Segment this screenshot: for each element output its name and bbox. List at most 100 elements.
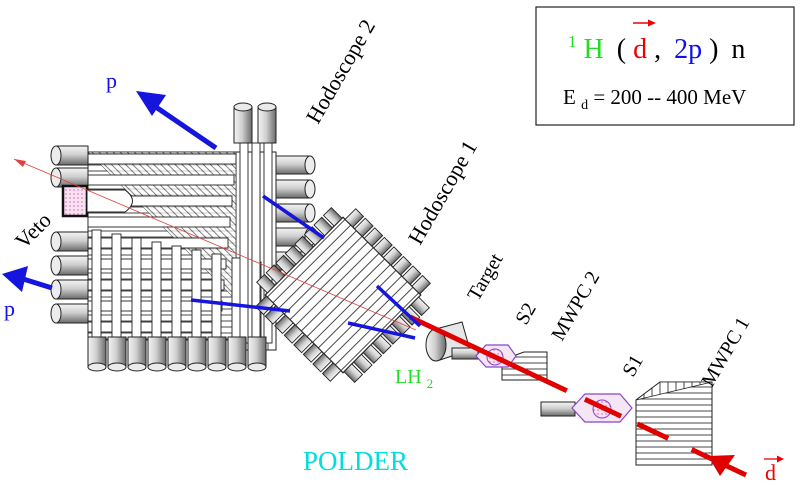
vertical-bar	[131, 237, 142, 339]
energy-subscript: d	[581, 98, 588, 113]
vertical-bar	[191, 249, 202, 339]
hodoscope1-pmt	[411, 274, 431, 295]
hodoscope1-pmt	[362, 344, 383, 364]
residual-symbol: n	[731, 34, 745, 65]
label-deuteron: d	[765, 460, 776, 485]
hodoscope1-pmt	[363, 227, 384, 247]
deuteron-arrowhead	[708, 455, 735, 476]
horizontal-bar	[87, 216, 231, 228]
right-vertical-bar	[251, 142, 261, 344]
comma: ,	[654, 34, 661, 65]
projectile-vector-arrow	[633, 19, 656, 27]
hodoscope1-pmt	[344, 208, 365, 228]
proton-left-arrowhead	[2, 266, 28, 292]
top-photomultipliers	[233, 102, 277, 144]
projectile-symbol: d	[633, 34, 647, 65]
hodoscope1-pmt	[312, 352, 332, 373]
ejectile-symbol: 2p	[674, 34, 702, 65]
hodoscope1-pmt-row	[256, 207, 343, 294]
left-photomultipliers	[50, 145, 89, 324]
reaction-equation: 1 H ( d , 2p ) n	[568, 23, 745, 65]
hodoscope1-pmt	[313, 216, 334, 237]
bottom-pmt-face	[107, 362, 127, 372]
hodoscope2-assembly	[87, 142, 277, 351]
hodoscope1-pmt	[302, 343, 323, 363]
target-nucleus: H	[584, 34, 604, 65]
label-veto: Veto	[10, 207, 56, 253]
vertical-bar	[91, 229, 102, 339]
hodoscope1-pmt	[373, 236, 393, 257]
left-pmt-face	[50, 145, 62, 166]
right-scintillator-bars	[239, 142, 273, 344]
hodoscope1-pmt	[322, 207, 343, 227]
hodoscope1-pmt	[294, 235, 314, 256]
bottom-pmt-face	[87, 362, 107, 372]
right-pmt-face	[304, 203, 316, 223]
proton-tracks	[2, 91, 422, 340]
bottom-pmt-face	[187, 362, 207, 372]
vertical-bar	[111, 233, 122, 339]
bottom-pmt-face	[207, 362, 227, 372]
label-lh2: LH 2	[395, 366, 433, 391]
deuteron-vector-arrow	[764, 455, 784, 463]
label-s1: S1	[618, 351, 648, 380]
right-pmt-face	[304, 179, 316, 199]
veto-counter	[61, 184, 133, 218]
label-mwpc2: MWPC 2	[547, 268, 604, 345]
hodoscope1-pmt	[256, 273, 276, 294]
label-proton-left: p	[4, 296, 15, 321]
hodoscope1-pmt	[293, 333, 313, 354]
reaction-info-box: 1 H ( d , 2p ) n E d = 200 -- 400 MeV	[535, 6, 795, 126]
bottom-photomultipliers	[87, 336, 267, 372]
left-pmt-face	[50, 231, 62, 252]
left-pmt-face	[50, 255, 62, 276]
hodoscope1-pmt	[372, 334, 392, 355]
hodoscope1-pmt	[275, 254, 295, 275]
deuteron-beam	[408, 314, 748, 478]
left-pmt-face	[50, 303, 62, 324]
label-polder: POLDER	[303, 446, 408, 476]
hodoscope1-pmt	[382, 246, 403, 266]
label-target: Target	[463, 249, 507, 304]
right-vertical-bar	[239, 142, 249, 344]
label-s2: S2	[511, 299, 541, 328]
hodoscope1-photomultipliers	[255, 207, 431, 383]
vertical-bar	[211, 253, 222, 339]
bottom-pmt-face	[227, 362, 247, 372]
label-mwpc1: MWPC 1	[697, 314, 754, 391]
left-pmt-face	[50, 279, 62, 300]
label-hodoscope2: Hodoscope 2	[301, 15, 380, 128]
energy-range: E d = 200 -- 400 MeV	[563, 85, 746, 114]
hodoscope1-pmt	[354, 217, 374, 238]
s1-mwpc1-station	[540, 381, 713, 466]
lh2-subscript: 2	[427, 376, 434, 391]
beam-reference-line	[13, 158, 417, 331]
horizontal-bar	[87, 174, 235, 186]
vertical-bar	[171, 245, 182, 339]
hodoscope1-pmt	[343, 363, 364, 383]
hodoscope1-pmt	[352, 353, 373, 374]
hodoscope1-pmt	[265, 264, 286, 284]
hodoscope1-pmt	[321, 362, 342, 382]
hodoscope1-pmt	[410, 296, 430, 317]
hodoscope1	[255, 207, 431, 383]
open-paren: (	[617, 34, 626, 65]
energy-value: = 200 -- 400 MeV	[593, 85, 746, 109]
energy-symbol: E	[563, 85, 576, 109]
hodoscope1-pmt-row	[344, 208, 431, 295]
hodoscope1-pmt	[284, 245, 305, 265]
mass-number: 1	[568, 32, 577, 51]
close-paren: )	[709, 34, 718, 65]
vertical-bar	[151, 241, 162, 339]
bottom-pmt-face	[127, 362, 147, 372]
left-pmt-face	[50, 167, 62, 188]
horizontal-bar	[87, 153, 237, 165]
beam-reference-arrowhead	[14, 159, 26, 167]
bottom-pmt-face	[147, 362, 167, 372]
label-hodoscope1: Hodoscope 1	[403, 136, 482, 249]
bottom-pmt-face	[167, 362, 187, 372]
hodoscope1-pmt	[392, 255, 412, 276]
bottom-pmt-face	[247, 362, 267, 372]
proton-top-arrowhead	[136, 91, 166, 116]
